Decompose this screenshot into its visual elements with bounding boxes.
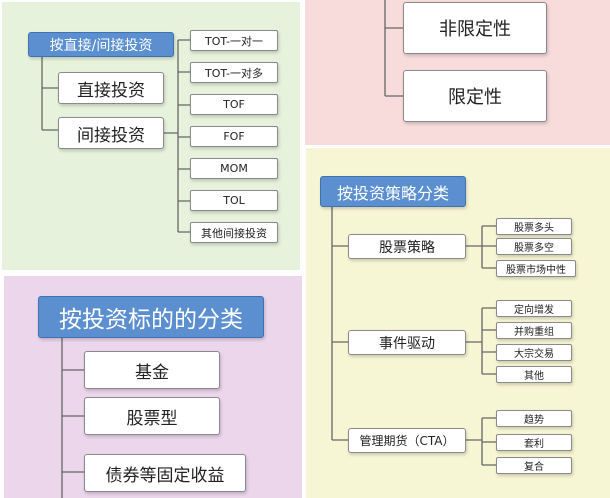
strategy-group-node: 管理期货（CTA）	[348, 428, 466, 453]
direct-investment-node: 直接投资	[58, 72, 164, 104]
indirect-child-node: TOL	[190, 190, 278, 211]
strategy-leaf-node: 股票多空	[496, 238, 572, 255]
strategy-leaf-node: 套利	[496, 434, 572, 451]
indirect-investment-node: 间接投资	[58, 117, 164, 149]
by-target-title: 按投资标的的分类	[38, 296, 264, 338]
strategy-leaf-node: 股票市场中性	[496, 260, 576, 277]
by-strategy-title: 按投资策略分类	[320, 176, 466, 207]
limited-node: 限定性	[403, 70, 547, 122]
indirect-child-node: MOM	[190, 158, 278, 179]
non-limited-node: 非限定性	[403, 2, 547, 54]
indirect-child-node: TOT-一对多	[190, 62, 278, 83]
strategy-leaf-node: 并购重组	[496, 322, 572, 339]
target-item-node: 股票型	[84, 397, 220, 435]
target-item-node: 债券等固定收益	[84, 454, 246, 492]
direct-indirect-title: 按直接/间接投资	[28, 32, 174, 57]
strategy-leaf-node: 大宗交易	[496, 344, 572, 361]
indirect-child-node: 其他间接投资	[190, 222, 278, 243]
strategy-leaf-node: 定向增发	[496, 300, 572, 317]
indirect-child-node: TOF	[190, 94, 278, 115]
strategy-group-node: 股票策略	[348, 234, 466, 259]
indirect-child-node: FOF	[190, 126, 278, 147]
strategy-leaf-node: 趋势	[496, 410, 572, 427]
direct-indirect-panel: 按直接/间接投资 直接投资 间接投资 TOT-一对一 TOT-一对多 TOF F…	[2, 2, 300, 270]
strategy-group-node: 事件驱动	[348, 330, 466, 355]
indirect-child-node: TOT-一对一	[190, 30, 278, 51]
strategy-leaf-node: 股票多头	[496, 218, 572, 235]
strategy-leaf-node: 复合	[496, 457, 572, 474]
by-strategy-panel: 按投资策略分类 股票策略 事件驱动 管理期货（CTA） 股票多头 股票多空 股票…	[306, 148, 610, 498]
by-target-panel: 按投资标的的分类 基金 股票型 债券等固定收益	[4, 276, 302, 498]
strategy-leaf-node: 其他	[496, 366, 572, 383]
target-item-node: 基金	[84, 351, 220, 389]
limitation-panel: 非限定性 限定性	[305, 0, 610, 145]
